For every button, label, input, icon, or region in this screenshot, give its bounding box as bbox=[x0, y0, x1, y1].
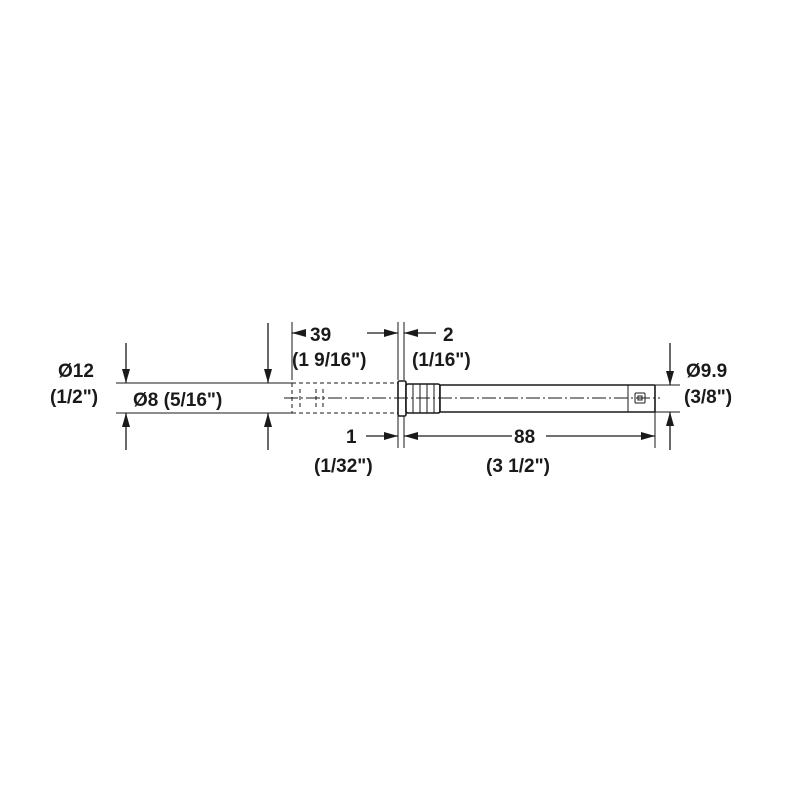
gap-dimension bbox=[366, 432, 398, 440]
bottom-extension-lines bbox=[397, 412, 656, 448]
bore-diameter-dimension bbox=[264, 323, 272, 450]
gap-imperial: (1/32") bbox=[314, 456, 373, 477]
stroke-length-imperial: (3 1/2") bbox=[486, 456, 550, 477]
collar-width-metric: 2 bbox=[443, 325, 454, 346]
insert-depth-imperial: (1 9/16") bbox=[292, 350, 367, 371]
stroke-length-metric: 88 bbox=[514, 427, 535, 448]
stroke-length-dimension bbox=[404, 432, 655, 440]
outer-diameter-metric: Ø12 bbox=[58, 361, 94, 382]
collar-width-imperial: (1/16") bbox=[412, 350, 471, 371]
bore-diameter-label: Ø8 (5/16") bbox=[133, 390, 222, 411]
tip-diameter-dimension bbox=[666, 343, 674, 450]
collar-width-dimension bbox=[404, 329, 436, 337]
outer-diameter-extension-lines bbox=[116, 382, 292, 414]
gap-metric: 1 bbox=[346, 427, 357, 448]
top-extension-lines bbox=[291, 322, 405, 380]
tip-diameter-imperial: (3/8") bbox=[684, 387, 732, 408]
tip-diameter-extension-lines bbox=[655, 384, 680, 413]
insert-depth-dimension bbox=[292, 329, 398, 337]
tip-diameter-metric: Ø9.9 bbox=[686, 361, 727, 382]
insert-depth-metric: 39 bbox=[310, 325, 331, 346]
outer-diameter-imperial: (1/2") bbox=[50, 387, 98, 408]
outer-diameter-dimension bbox=[122, 343, 130, 450]
